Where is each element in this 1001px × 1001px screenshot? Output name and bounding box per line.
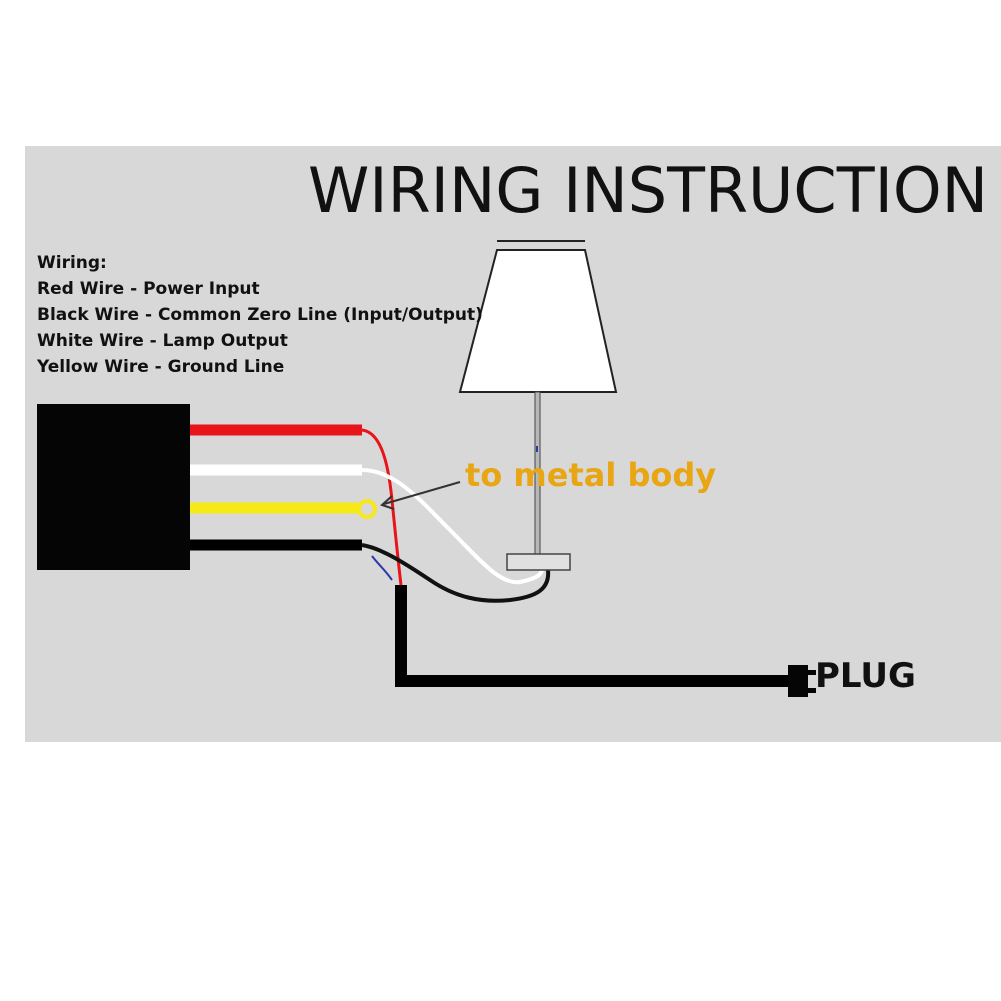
plug-body: [788, 665, 808, 697]
pointer-arrowhead: [380, 495, 395, 510]
lamp-base: [506, 553, 571, 571]
black-thin-wire: [361, 543, 551, 603]
legend-line-white: White Wire - Lamp Output: [37, 331, 288, 351]
switch-module: [37, 404, 190, 570]
ground-annotation: to metal body: [465, 456, 717, 494]
pointer-arrow: [383, 481, 461, 505]
plug-label: PLUG: [815, 656, 916, 696]
ground-ring: [357, 499, 377, 519]
legend-line-yellow: Yellow Wire - Ground Line: [37, 357, 285, 377]
white-thin-wire: [361, 468, 544, 585]
page-title: WIRING INSTRUCTION: [308, 154, 989, 227]
wiring-legend: Wiring: Red Wire - Power Input Black Wir…: [37, 250, 483, 380]
legend-line-red: Red Wire - Power Input: [37, 279, 260, 299]
plug-prong-top: [806, 670, 816, 675]
lamp-shade: [458, 249, 618, 393]
plug-prong-bottom: [806, 688, 816, 693]
legend-line-black: Black Wire - Common Zero Line (Input/Out…: [37, 305, 483, 325]
blue-thin-wire: [371, 555, 393, 581]
red-thin-wire: [361, 428, 403, 586]
legend-heading: Wiring:: [37, 253, 107, 273]
power-cord: [395, 585, 790, 687]
